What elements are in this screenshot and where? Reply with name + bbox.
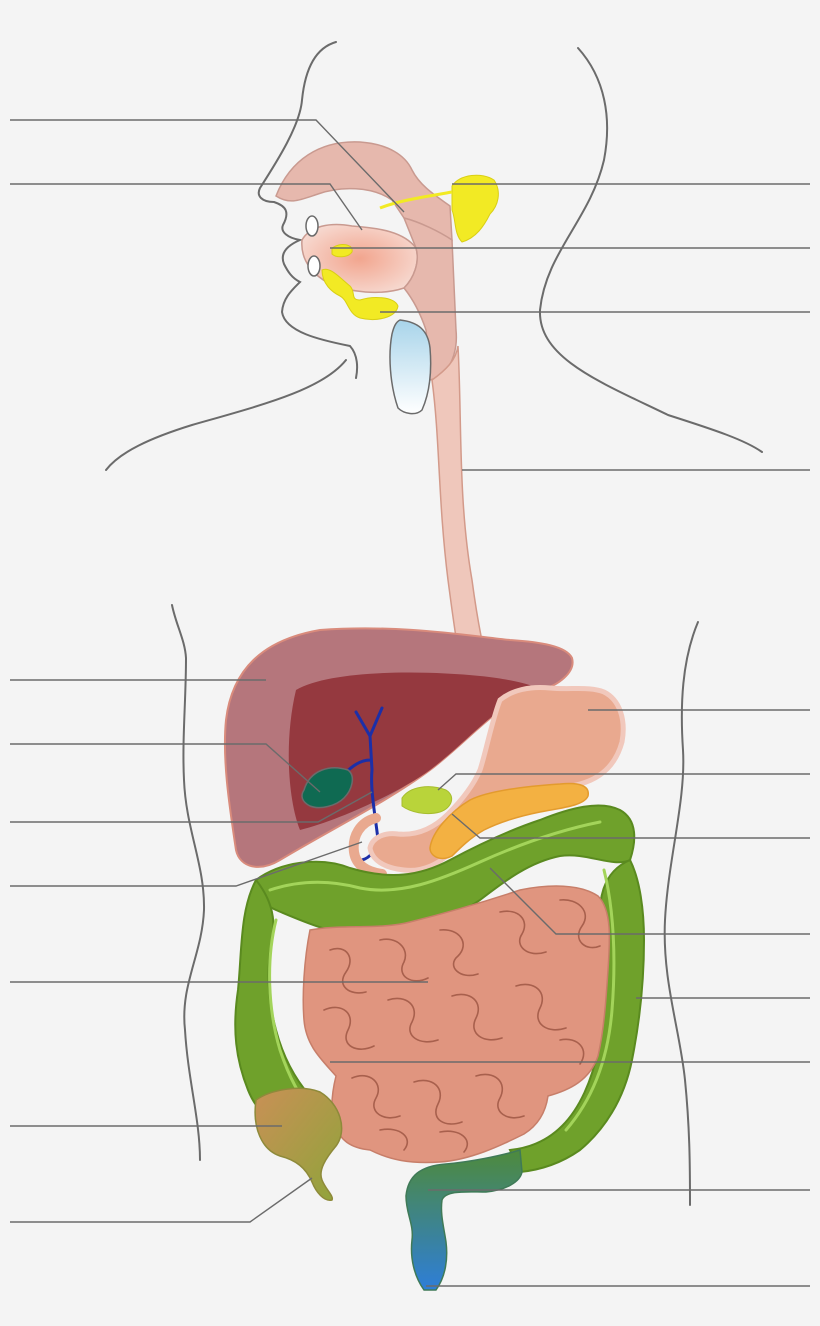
leader-line-right-8: [489, 867, 810, 935]
gallbladder-system: [301, 706, 384, 862]
pancreas: [429, 782, 589, 860]
leader-line-left-2: [10, 183, 363, 231]
small-intestine-folds: [323, 899, 601, 1153]
back-of-head-neck: [538, 47, 763, 453]
spleen: [401, 786, 453, 815]
small-intestine-mass: [302, 885, 611, 1164]
leader-line-left-1: [10, 119, 405, 213]
cecum-appendix: [254, 1087, 343, 1201]
submandibular-gland: [321, 268, 399, 320]
body-outline: [105, 41, 763, 1206]
leader-lines: [10, 119, 810, 1287]
parotid-duct: [379, 190, 453, 210]
liver-inner: [288, 672, 540, 830]
front-tooth-upper: [305, 215, 319, 237]
leader-line-left-6: [10, 841, 363, 887]
pharynx-upper: [275, 141, 453, 242]
neck-shoulder-left: [105, 359, 347, 471]
sublingual-gland: [331, 244, 353, 258]
leader-line-left-9: [10, 1177, 313, 1223]
leader-line-left-5: [10, 791, 373, 823]
duodenum: [348, 813, 387, 879]
larynx: [389, 319, 432, 415]
front-tooth-lower: [307, 255, 321, 277]
small-intestine: [302, 885, 611, 1164]
torso-left-side: [171, 604, 206, 1161]
leader-line-left-4: [10, 743, 321, 793]
torso-right-side: [663, 621, 699, 1206]
parotid-gland: [451, 174, 499, 243]
gallbladder: [301, 767, 354, 809]
face-profile: [257, 41, 359, 379]
sigmoid-colon: [405, 1149, 523, 1291]
leader-line-right-6: [437, 773, 810, 791]
tongue: [301, 223, 418, 294]
leader-line-right-7: [451, 813, 810, 839]
